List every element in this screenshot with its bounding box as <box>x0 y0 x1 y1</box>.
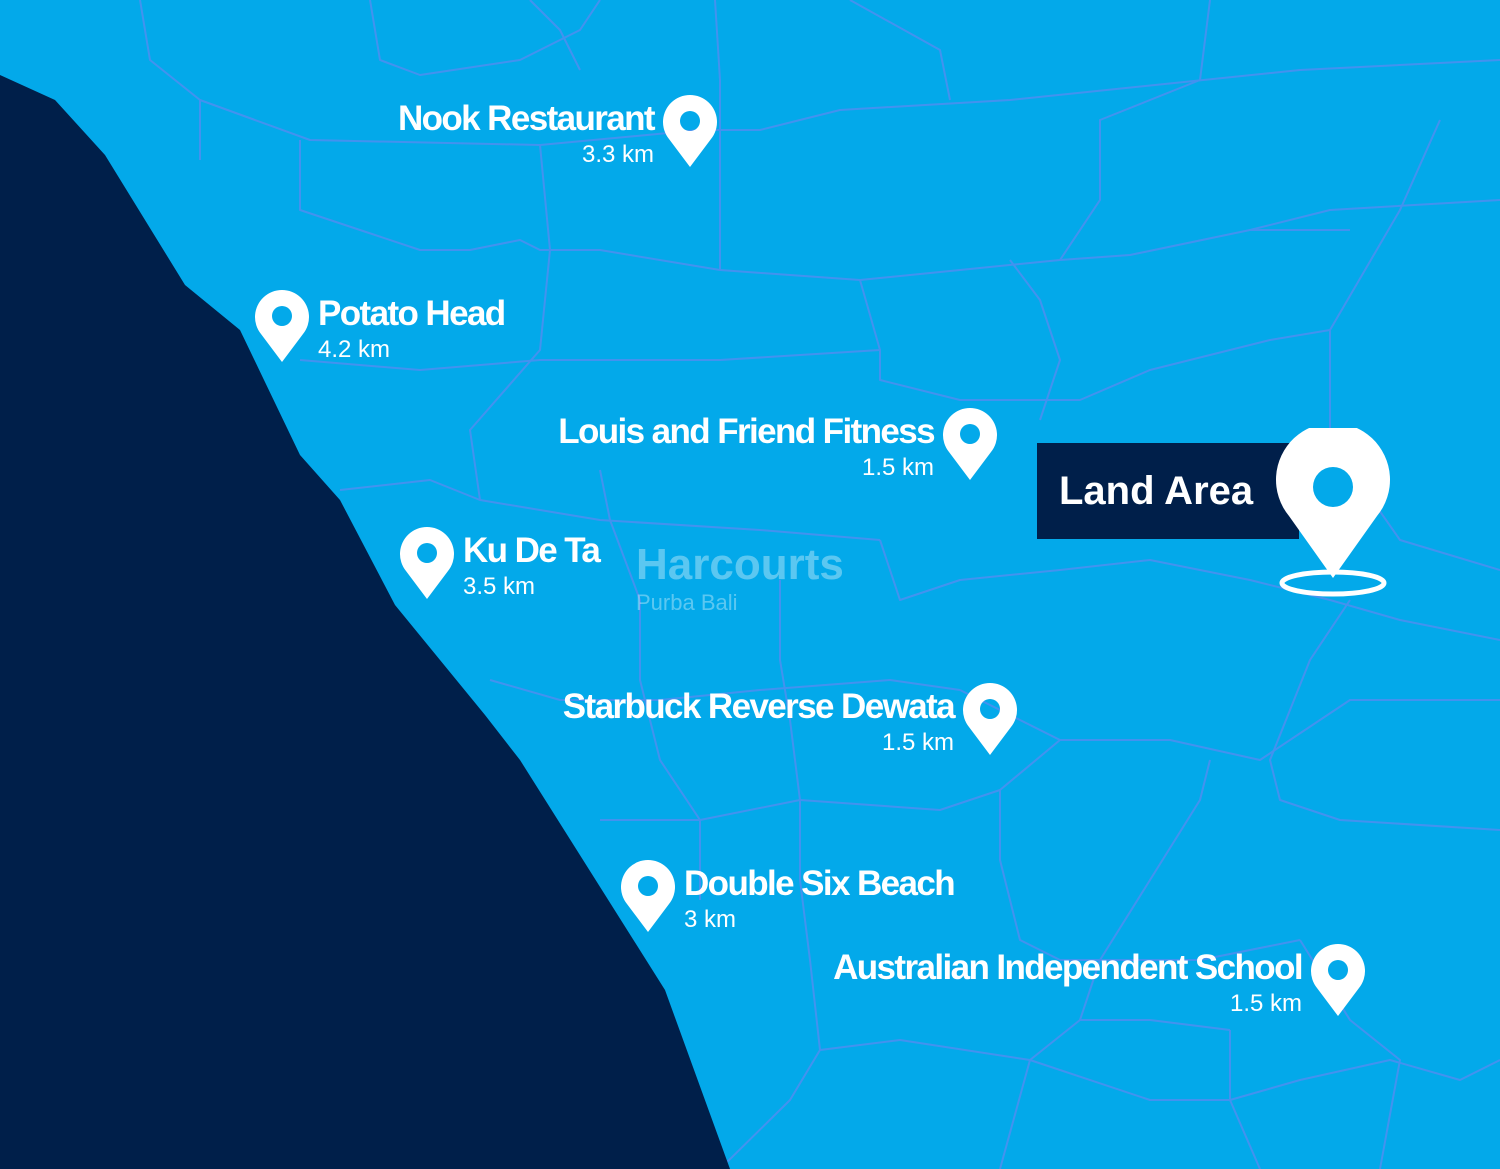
poi-double-six-beach[interactable]: Double Six Beach 3 km <box>618 860 998 940</box>
map-pin-icon <box>940 408 1000 480</box>
poi-distance: 1.5 km <box>1229 990 1302 1017</box>
poi-distance: 3 km <box>684 906 737 933</box>
poi-name: Ku De Ta <box>463 531 601 570</box>
poi-distance: 3.5 km <box>463 573 536 600</box>
watermark-logo: Harcourts Purba Bali <box>636 540 844 616</box>
poi-distance: 1.5 km <box>861 454 934 481</box>
poi-distance: 4.2 km <box>318 336 391 363</box>
poi-name: Australian Independent School <box>833 948 1304 987</box>
poi-australian-independent-school[interactable]: Australian Independent School 1.5 km <box>760 944 1368 1024</box>
location-pin-icon <box>1276 428 1390 597</box>
poi-starbuck-reverse-dewata[interactable]: Starbuck Reverse Dewata 1.5 km <box>500 683 1020 763</box>
poi-distance: 1.5 km <box>881 729 954 756</box>
poi-nook-restaurant[interactable]: Nook Restaurant 3.3 km <box>350 95 720 175</box>
poi-distance: 3.3 km <box>581 141 654 168</box>
poi-ku-de-ta[interactable]: Ku De Ta 3.5 km <box>397 527 657 607</box>
land-area-label-box[interactable]: Land Area <box>1037 443 1299 539</box>
poi-name: Louis and Friend Fitness <box>558 412 935 451</box>
watermark-subtitle: Purba Bali <box>636 590 738 615</box>
sea-area <box>0 75 730 1169</box>
map-pin-icon <box>252 290 312 362</box>
land-area-label: Land Area <box>1059 469 1254 513</box>
poi-name: Starbuck Reverse Dewata <box>562 687 956 726</box>
poi-name: Nook Restaurant <box>397 99 656 138</box>
map-pin-icon <box>660 95 720 167</box>
watermark-brand: Harcourts <box>636 540 844 589</box>
poi-louis-and-friend-fitness[interactable]: Louis and Friend Fitness 1.5 km <box>500 408 1000 488</box>
map-pin-icon <box>397 527 457 599</box>
poi-name: Double Six Beach <box>684 864 956 903</box>
poi-potato-head[interactable]: Potato Head 4.2 km <box>252 290 552 370</box>
map-pin-icon <box>1308 944 1368 1016</box>
road-network <box>139 0 1500 1169</box>
poi-name: Potato Head <box>318 294 506 333</box>
map-pin-icon <box>618 860 678 932</box>
map-pin-icon <box>960 683 1020 755</box>
